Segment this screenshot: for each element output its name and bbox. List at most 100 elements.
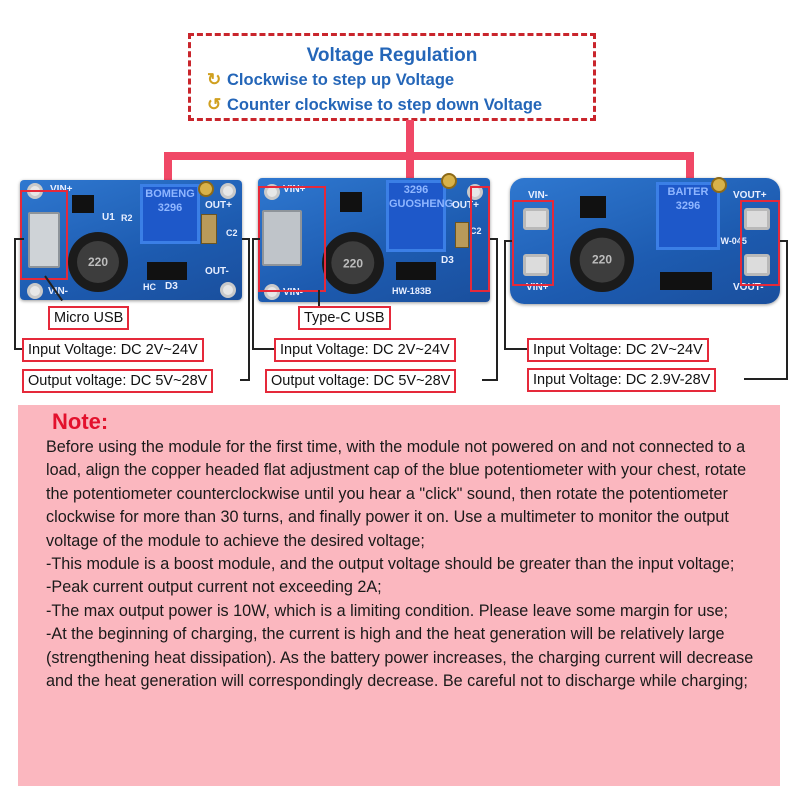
- highlight-vin-pads: [512, 200, 554, 286]
- note-title: Note:: [52, 409, 109, 434]
- potentiometer[interactable]: BOMENG 3296: [140, 181, 214, 244]
- counter-clockwise-line: ↺ Counter clockwise to step down Voltage: [207, 95, 542, 115]
- pad-out-plus: [220, 183, 236, 199]
- voltage-regulation-box: Voltage Regulation ↻ Clockwise to step up…: [188, 33, 596, 121]
- pad-vout-minus: [744, 254, 770, 276]
- inductor: 220: [68, 232, 128, 292]
- leader-output-3-vert: [786, 240, 788, 379]
- pad-vin-minus: [523, 208, 549, 230]
- silk-hc: HC: [143, 282, 156, 292]
- connector-horizontal: [164, 152, 694, 160]
- note-body: Before using the module for the first ti…: [46, 436, 771, 693]
- connector-right-drop: [686, 152, 694, 182]
- silk-u1: U1: [102, 212, 115, 223]
- leader-input-3-vert: [504, 240, 506, 349]
- pad-vin-minus: [264, 284, 280, 300]
- pad-vin-plus: [264, 184, 280, 200]
- leader-type-c: [318, 290, 320, 308]
- leader-input-2: [252, 238, 260, 240]
- pot-knob-icon: [441, 173, 457, 189]
- note-bullet-3: -The max output power is 10W, which is a…: [46, 601, 728, 620]
- highlight-out-pins: [470, 186, 490, 292]
- leader-input-1-vert: [14, 238, 16, 349]
- leader-input-3-h: [504, 348, 528, 350]
- leader-output-1-h: [240, 379, 250, 381]
- micro-usb-port: [28, 212, 60, 268]
- silk-r2: R2: [121, 213, 133, 223]
- silk-vin-minus: VIN-: [283, 287, 303, 298]
- leader-output-1: [242, 238, 250, 240]
- leader-output-2: [490, 238, 498, 240]
- leader-input-2-vert: [252, 238, 254, 349]
- silk-vin-plus: VIN+: [526, 282, 549, 293]
- rotate-counterclockwise-icon: ↺: [207, 95, 222, 114]
- inductor: 220: [570, 228, 634, 292]
- pad-vout-plus: [744, 208, 770, 230]
- silk-d3: D3: [165, 281, 178, 292]
- pot-knob-icon: [198, 181, 214, 197]
- silk-model: HW-183B: [392, 286, 432, 296]
- potentiometer[interactable]: 3296 GUOSHENG: [386, 173, 457, 252]
- highlight-micro-usb: [20, 190, 68, 280]
- leader-output-2-vert: [496, 238, 498, 380]
- capacitor-c2: [201, 214, 217, 244]
- label-output-voltage-1: Output voltage: DC 5V~28V: [22, 369, 214, 393]
- highlight-type-c: [258, 186, 326, 292]
- label-micro-usb: Micro USB: [48, 306, 130, 330]
- silk-vin-minus: VIN-: [528, 190, 548, 201]
- chip-u1: [72, 195, 94, 213]
- silk-model: HW-045: [714, 236, 747, 246]
- clockwise-line: ↻ Clockwise to step up Voltage: [207, 70, 454, 90]
- diode-d3: [396, 262, 436, 280]
- rotate-clockwise-icon: ↻: [207, 70, 222, 89]
- leader-output-2-h: [482, 379, 498, 381]
- leader-input-1: [14, 238, 24, 240]
- highlight-vout-pads: [740, 200, 780, 286]
- silk-d3: D3: [441, 255, 454, 266]
- chip-u1: [340, 192, 362, 212]
- leader-output-3: [780, 240, 788, 242]
- silk-vin-plus: VIN+: [283, 184, 306, 195]
- label-input-voltage-3: Input Voltage: DC 2V~24V: [527, 338, 709, 362]
- silk-out-plus: OUT+: [452, 200, 479, 211]
- label-output-voltage-3: Input Voltage: DC 2.9V-28V: [527, 368, 717, 392]
- note-bullet-1: -This module is a boost module, and the …: [46, 555, 735, 574]
- diode: [660, 272, 712, 290]
- leader-output-3-h: [744, 378, 788, 380]
- leader-input-2-h: [252, 348, 274, 350]
- chip-u1: [580, 196, 606, 218]
- silk-vout-minus: VOUT-: [733, 282, 764, 293]
- pad-out-minus: [220, 282, 236, 298]
- pad-vin-plus: [523, 254, 549, 276]
- pad-vin-minus: [27, 283, 43, 299]
- silk-vin-plus: VIN+: [50, 184, 73, 195]
- header-title: Voltage Regulation: [306, 45, 478, 66]
- connector-left-drop: [164, 152, 172, 182]
- label-input-voltage-1: Input Voltage: DC 2V~24V: [22, 338, 204, 362]
- pot-knob-icon: [711, 177, 727, 193]
- silk-c2: C2: [226, 228, 238, 238]
- label-input-voltage-2: Input Voltage: DC 2V~24V: [274, 338, 456, 362]
- board-hw045: [510, 178, 780, 304]
- inductor: 220: [322, 232, 384, 294]
- note-paragraph: Before using the module for the first ti…: [46, 438, 747, 550]
- capacitor-c2: [455, 222, 469, 248]
- silk-c2: C2: [470, 226, 482, 236]
- label-output-voltage-2: Output voltage: DC 5V~28V: [265, 369, 457, 393]
- counter-clockwise-text: Counter clockwise to step down Voltage: [227, 96, 543, 114]
- type-c-port: [262, 210, 302, 266]
- connector-middle-drop: [406, 152, 414, 182]
- connector-vertical-main: [406, 120, 414, 160]
- silk-vout-plus: VOUT+: [733, 190, 767, 201]
- diode-d3: [147, 262, 187, 280]
- silk-out-minus: OUT-: [205, 266, 229, 277]
- clockwise-text: Clockwise to step up Voltage: [227, 71, 455, 89]
- note-box: [18, 405, 780, 786]
- leader-input-3: [504, 240, 512, 242]
- note-bullet-4: -At the beginning of charging, the curre…: [46, 625, 754, 691]
- leader-output-1-vert: [248, 238, 250, 380]
- leader-input-1-h: [14, 348, 22, 350]
- potentiometer[interactable]: BAITER 3296: [656, 177, 727, 250]
- note-bullet-2: -Peak current output current not exceedi…: [46, 578, 382, 597]
- silk-vin-minus: VIN-: [48, 286, 68, 297]
